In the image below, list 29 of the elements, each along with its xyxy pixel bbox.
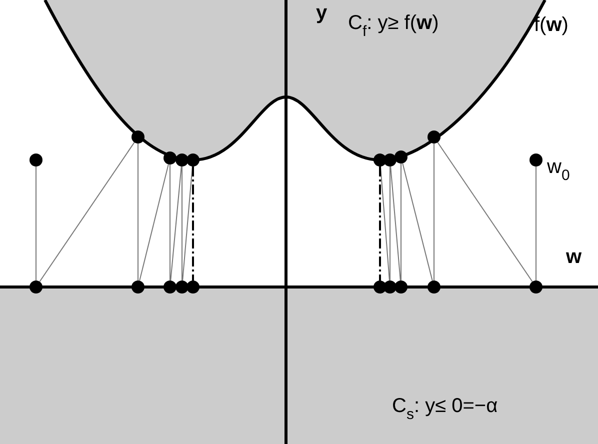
point-dot [186,154,200,166]
point-dot [176,280,188,294]
projection-line [182,166,193,282]
dash-dot-line [192,166,194,280]
point-dot [530,280,542,294]
point-dot [394,280,408,294]
point-dot [132,130,144,144]
region-label: f(w) [534,14,568,36]
projection-line [170,166,182,282]
projection-line [400,163,402,281]
point-dot [164,152,176,164]
point-dot [428,280,440,294]
projection-line [402,162,433,282]
region-label: C$_{f}$: y≥ f(w) [348,12,439,34]
point-dot [164,280,176,294]
axis-label: w [566,246,582,268]
point-dot [186,280,200,294]
region-label: C$_{s}$: y≤ 0=−α [392,395,498,417]
axis-label: y [316,2,328,24]
point-dot [132,280,144,294]
point-dot [30,280,42,294]
projection-line [437,142,533,282]
projection-line [39,142,135,282]
projection-line [390,166,401,282]
point-dot [530,154,542,166]
point-dot [30,154,42,166]
projection-line [139,164,169,282]
point-label: w$_{0}$ [547,156,570,178]
dash-dot-line [379,166,381,280]
